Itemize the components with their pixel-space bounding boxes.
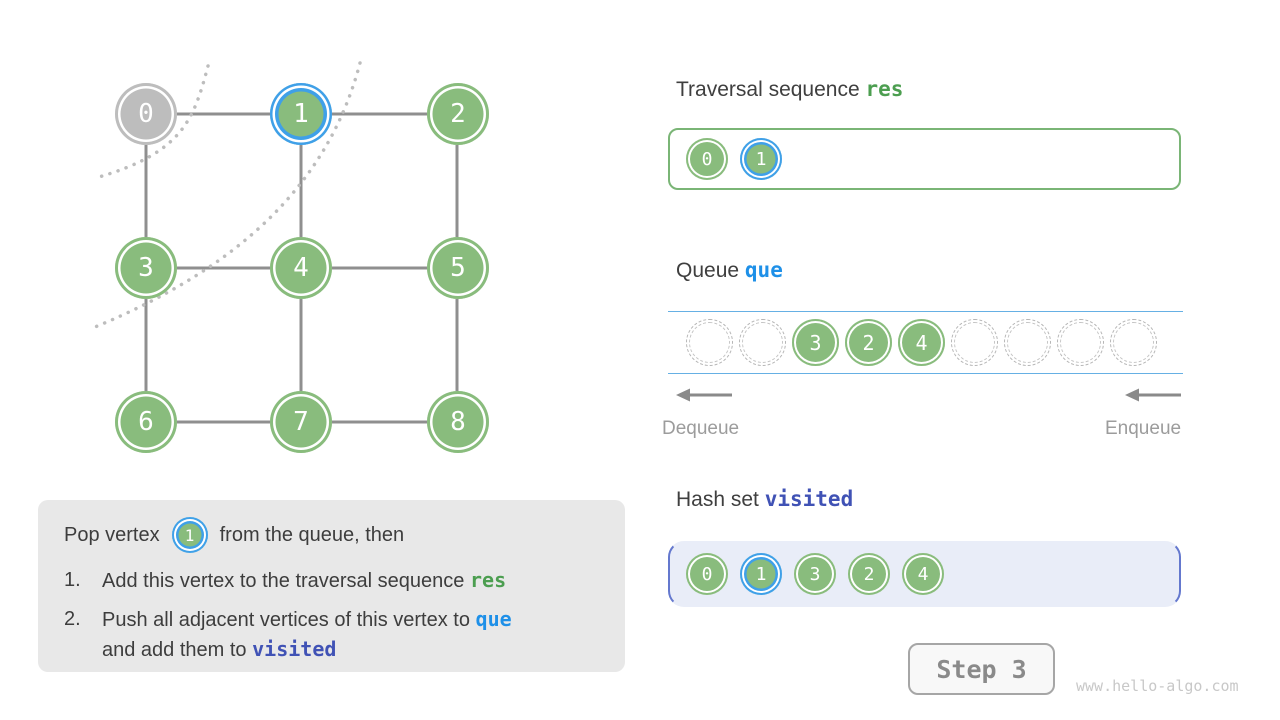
res-code-label: res [865, 77, 904, 101]
queue-slot-0 [686, 319, 733, 366]
step-button[interactable]: Step 3 [908, 643, 1055, 695]
queue-slot-7 [1057, 319, 1104, 366]
instruction-item-1-body: Add this vertex to the traversal sequenc… [102, 570, 465, 592]
instruction-item-2-body2: and add them to [102, 639, 247, 661]
hashset-title: Hash set [676, 488, 759, 511]
enqueue-arrow-icon [1125, 388, 1181, 402]
instruction-line1-suffix: from the queue, then [219, 523, 405, 546]
instruction-item-1-text: Add this vertex to the traversal sequenc… [102, 566, 625, 596]
graph-vertex-4: 4 [270, 237, 332, 299]
instruction-item-2-text: Push all adjacent vertices of this verte… [102, 605, 625, 665]
graph-vertex-1: 1 [270, 83, 332, 145]
visited-item-3: 3 [794, 553, 836, 595]
queue-item-4: 4 [898, 319, 945, 366]
res-keyword: res [469, 568, 507, 592]
queue-slot-5 [951, 319, 998, 366]
bfs-wavefront-arc-outer [93, 61, 362, 329]
bfs-wavefront-arc-inner [97, 64, 210, 179]
queue-header: Queue que [676, 258, 783, 283]
instruction-line1-prefix: Pop vertex [64, 523, 160, 546]
graph-vertex-7: 7 [270, 391, 332, 453]
graph-vertex-5: 5 [427, 237, 489, 299]
visited-item-4: 4 [902, 553, 944, 595]
que-code-label: que [744, 258, 783, 282]
instruction-vertex-chip: 1 [171, 517, 208, 553]
queue-item-2: 2 [845, 319, 892, 366]
instruction-panel: Pop vertex 1 from the queue, then 1. Add… [38, 500, 625, 672]
traversal-title: Traversal sequence [676, 78, 860, 101]
site-watermark: www.hello-algo.com [1076, 677, 1239, 695]
traversal-header: Traversal sequence res [676, 77, 903, 102]
queue-item-3: 3 [792, 319, 839, 366]
traversal-sequence-box: 0 1 [668, 128, 1181, 190]
visited-keyword: visited [252, 637, 337, 661]
queue-title: Queue [676, 259, 740, 282]
graph-vertex-2: 2 [427, 83, 489, 145]
dequeue-label: Dequeue [662, 418, 740, 439]
instruction-item-2-body: Push all adjacent vertices of this verte… [102, 609, 470, 631]
dequeue-arrow-icon [676, 388, 732, 402]
visited-item-1: 1 [740, 553, 782, 595]
visited-item-2: 2 [848, 553, 890, 595]
res-item-0: 0 [686, 138, 728, 180]
res-item-1: 1 [740, 138, 782, 180]
queue-slot-8 [1110, 319, 1157, 366]
hashset-header: Hash set visited [676, 487, 853, 512]
visited-item-0: 0 [686, 553, 728, 595]
graph-vertex-8: 8 [427, 391, 489, 453]
instruction-item-2: 2. Push all adjacent vertices of this ve… [64, 605, 625, 665]
graph-vertex-6: 6 [115, 391, 177, 453]
queue-container: 3 2 4 [668, 311, 1183, 374]
que-keyword: que [475, 607, 512, 631]
graph-vertex-0: 0 [115, 83, 177, 145]
graph-vertex-3: 3 [115, 237, 177, 299]
hashset-box: 0 1 3 2 4 [668, 541, 1181, 607]
instruction-item-1: 1. Add this vertex to the traversal sequ… [64, 566, 625, 596]
instruction-item-1-number: 1. [64, 569, 81, 591]
visited-code-label: visited [764, 487, 854, 511]
enqueue-label: Enqueue [1105, 418, 1182, 439]
instruction-item-2-number: 2. [64, 608, 81, 630]
instruction-list: 1. Add this vertex to the traversal sequ… [38, 566, 625, 665]
queue-slot-6 [1004, 319, 1051, 366]
queue-slot-1 [739, 319, 786, 366]
instruction-line1: Pop vertex 1 from the queue, then [64, 517, 625, 553]
